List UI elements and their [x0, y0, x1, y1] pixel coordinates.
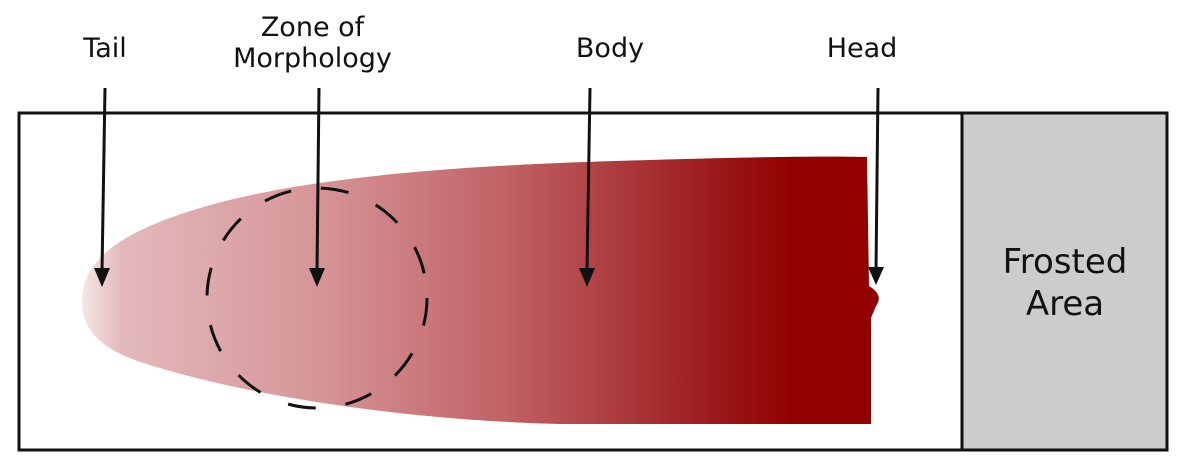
frosted-area	[960, 111, 1169, 452]
head-label: Head	[826, 33, 898, 64]
tail-arrow	[94, 87, 110, 287]
frosted-area-label: Frosted Area	[1002, 242, 1128, 324]
body-arrow	[579, 87, 595, 287]
body-label: Body	[575, 33, 645, 64]
blood-smear	[82, 156, 879, 424]
zone-of-morphology-circle	[205, 186, 429, 410]
zone-of-morphology-label: Zone of Morphology	[233, 12, 392, 74]
head-arrow	[868, 87, 884, 285]
tail-label: Tail	[83, 33, 127, 64]
zone-of-morphology-arrow	[309, 87, 325, 287]
